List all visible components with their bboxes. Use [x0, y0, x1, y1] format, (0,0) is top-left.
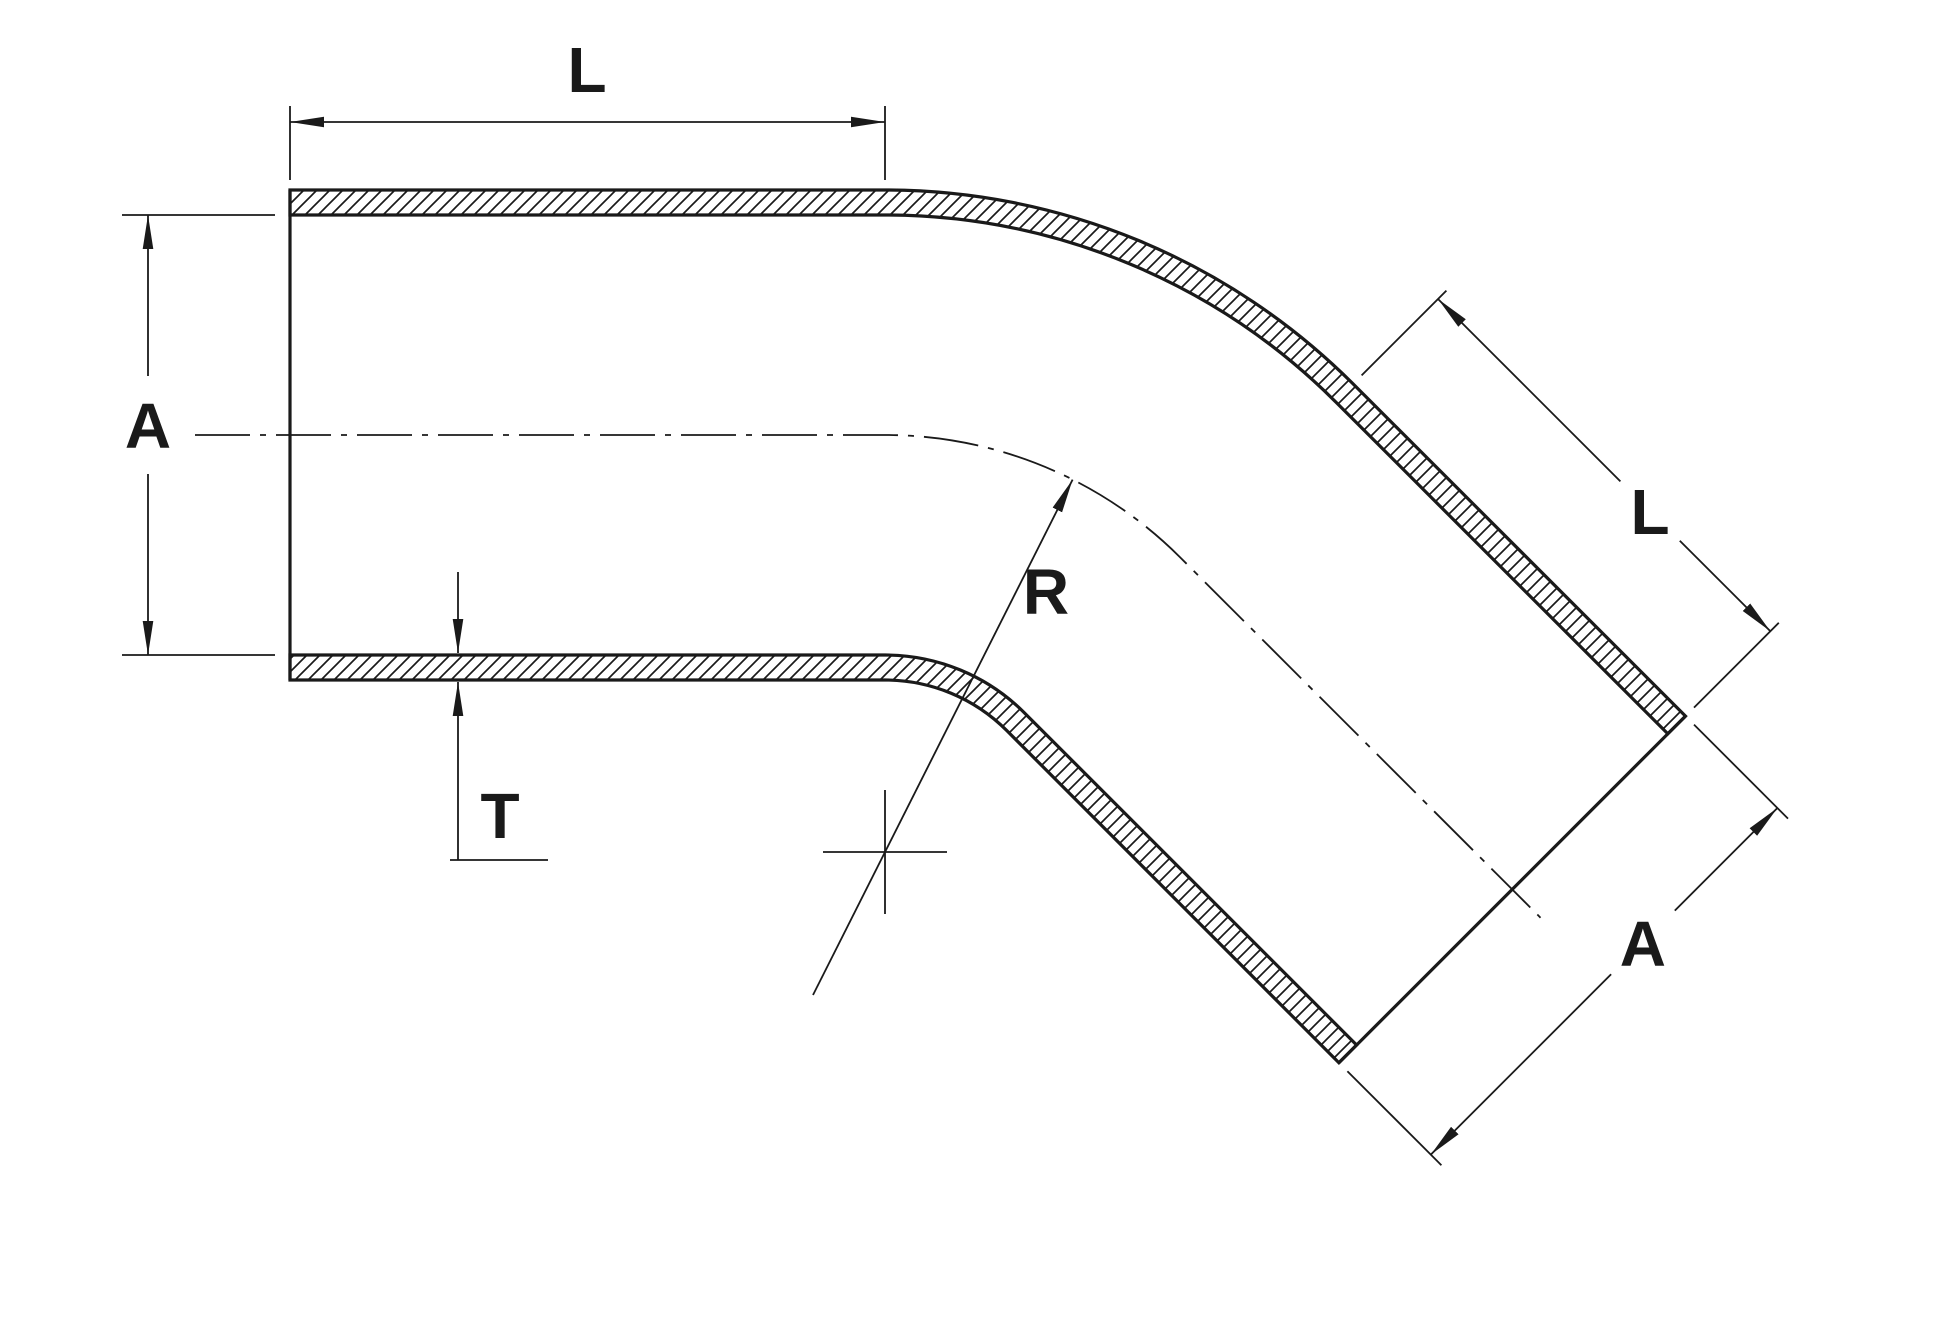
tube-centerline	[195, 434, 1542, 919]
dimension-line	[1437, 298, 1622, 483]
extension-line	[1346, 1070, 1443, 1166]
dimension-bend-radius: R	[812, 479, 1074, 996]
extension-line	[1693, 723, 1789, 820]
dimension-wall-thickness: T	[450, 572, 548, 861]
dim-label-bore-left: A	[125, 390, 171, 462]
dimension-line	[1674, 807, 1779, 912]
extension-line	[1360, 289, 1448, 377]
dimension-line	[1679, 540, 1772, 632]
dim-label-bore-end: A	[1620, 908, 1666, 980]
dimension-bore-end: A	[1346, 723, 1789, 1166]
dim-label-length-top: L	[567, 34, 606, 106]
dimension-length-top: L	[289, 34, 886, 180]
radius-leader-line	[812, 479, 1074, 996]
dim-label-wall-thickness: T	[480, 780, 519, 852]
dimension-line	[1430, 973, 1612, 1156]
dim-label-bend-radius: R	[1023, 556, 1069, 628]
extension-line	[1693, 622, 1780, 709]
dimension-bore-left: A	[122, 214, 275, 656]
dim-label-length-diagonal: L	[1630, 476, 1669, 548]
dimension-length-diagonal: L	[1360, 289, 1780, 709]
